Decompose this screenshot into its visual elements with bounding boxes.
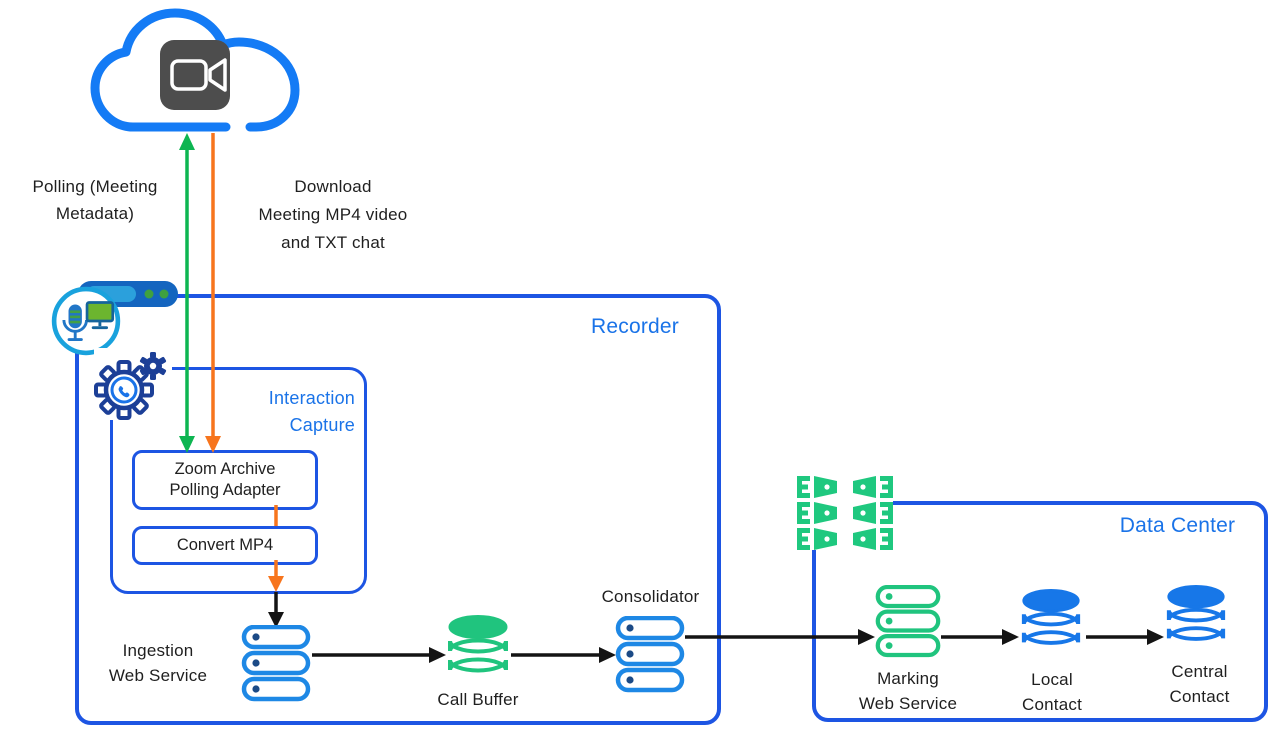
marking-web-service-icon (875, 585, 941, 658)
boundary-to-ingestion-arrow (268, 592, 284, 628)
callbuffer-to-consolidator-arrow (511, 647, 616, 663)
small-gear-icon (139, 352, 167, 380)
ingestion-web-service-icon (241, 625, 311, 702)
marking-web-service-label: Marking Web Service (858, 669, 958, 713)
consolidator-to-marking-arrow (685, 629, 875, 645)
interaction-capture-title: Interaction Capture (268, 388, 355, 435)
local-contact-label: Local Contact (1022, 670, 1082, 714)
polling-arrow (179, 133, 195, 453)
zoom-cloud-icon (90, 8, 300, 132)
data-center-box (812, 501, 1268, 722)
call-buffer-label: Call Buffer (437, 690, 519, 709)
recorder-title: Recorder (591, 315, 679, 338)
download-label: Download Meeting MP4 video and TXT chat (258, 177, 408, 252)
monitor-icon (85, 301, 115, 330)
adapter-to-convert-connector (274, 505, 278, 526)
zoom-archive-polling-adapter-box: Zoom Archive Polling Adapter (132, 450, 318, 510)
convert-to-boundary-arrow (268, 560, 284, 592)
polling-label: Polling (Meeting Metadata) (32, 177, 158, 223)
central-contact-label: Central Contact (1169, 662, 1230, 706)
data-center-title: Data Center (1119, 514, 1236, 537)
gateway-right-half (853, 476, 893, 550)
large-gear-icon (94, 360, 154, 420)
consolidator-icon (615, 616, 685, 693)
call-buffer-icon (448, 615, 508, 673)
consolidator-label: Consolidator (601, 587, 700, 606)
central-contact-icon (1166, 585, 1226, 641)
video-camera-icon (170, 58, 227, 92)
gateway-firewall-icon (797, 476, 893, 550)
marking-to-local-arrow (941, 629, 1019, 645)
capture-settings-icon (94, 348, 172, 420)
ingestion-web-service-label: Ingestion Web Service (108, 641, 208, 685)
local-contact-icon (1021, 589, 1081, 645)
microphone-icon (62, 304, 88, 341)
camera-square (160, 40, 230, 110)
local-to-central-arrow (1086, 629, 1164, 645)
ingestion-to-callbuffer-arrow (312, 647, 446, 663)
download-arrow (205, 133, 221, 453)
media-capture-icon (51, 286, 121, 356)
phone-handset-icon (118, 386, 130, 398)
gateway-left-half (797, 476, 837, 550)
recorder-box (75, 294, 721, 725)
convert-mp4-box: Convert MP4 (132, 526, 318, 565)
